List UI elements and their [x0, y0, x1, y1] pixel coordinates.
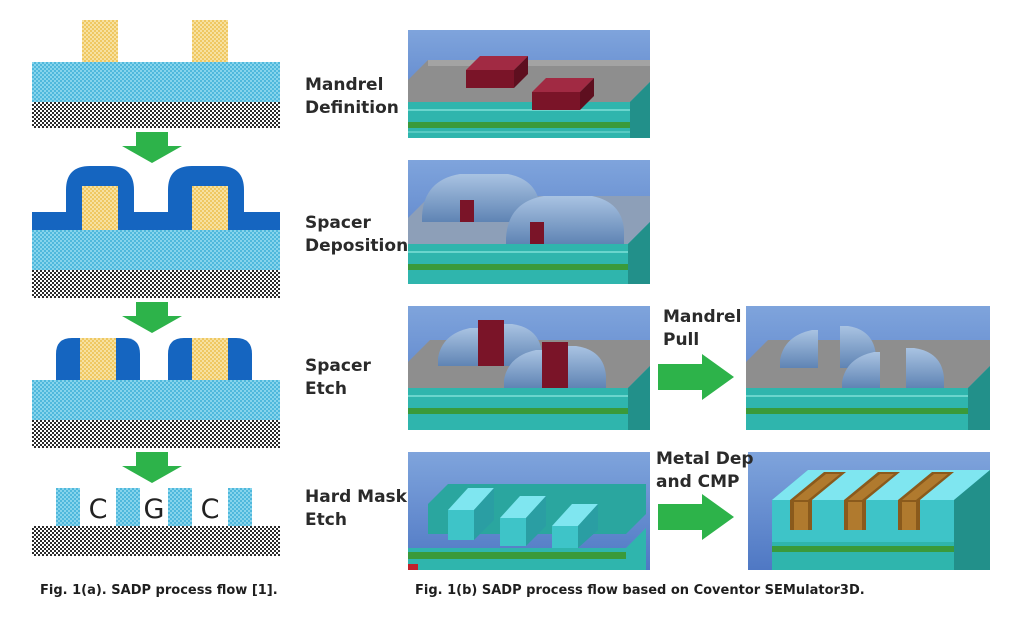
step-label-line: Deposition [305, 236, 409, 256]
hard-mask-layer [32, 62, 280, 102]
render-hard-mask-etch [408, 452, 650, 570]
transition-label-line: Mandrel [663, 307, 742, 327]
down-arrow-icon [122, 452, 182, 483]
step-label-line: Etch [305, 510, 347, 530]
spacer-left [168, 338, 192, 380]
step-label-spacer-deposition: Spacer Deposition [305, 212, 408, 258]
right-arrow-icon [658, 494, 734, 540]
step-label-hard-mask-etch: Hard Mask Etch [305, 486, 407, 532]
render-spacer-etch [408, 306, 650, 430]
step-label-line: Etch [305, 379, 347, 399]
spacer-etch-cross-section [32, 338, 280, 448]
right-arrow-icon [658, 354, 734, 400]
step-label-line: Mandrel [305, 75, 384, 95]
spacer-left [56, 338, 80, 380]
transition-label-line: and CMP [656, 472, 740, 492]
render-spacer-deposition [408, 160, 650, 284]
transition-label-metal-dep-cmp: Metal Dep and CMP [656, 448, 754, 494]
render-mandrel-pull [746, 306, 990, 430]
spacer-deposition-cross-section [32, 166, 280, 298]
gate-label-c: C [89, 494, 108, 525]
hard-mask-line [168, 488, 192, 526]
caption-right: Fig. 1(b) SADP process flow based on Cov… [415, 583, 865, 598]
hard-mask-line [228, 488, 252, 526]
gate-label-g: G [144, 494, 165, 525]
step-label-spacer-etch: Spacer Etch [305, 355, 371, 401]
caption-left: Fig. 1(a). SADP process flow [1]. [40, 583, 278, 598]
hard-mask-line [116, 488, 140, 526]
step-label-line: Spacer [305, 356, 371, 376]
transition-label-line: Metal Dep [656, 449, 754, 469]
spacer-film [32, 166, 280, 230]
substrate-layer [32, 270, 280, 298]
mandrel-block [82, 20, 118, 62]
down-arrow-icon [122, 132, 182, 163]
mandrel-block [192, 338, 228, 380]
hard-mask-line [56, 488, 80, 526]
hard-mask-layer [32, 230, 280, 270]
mandrel-block [82, 186, 118, 230]
mandrel-definition-cross-section [32, 20, 280, 128]
substrate-layer [32, 526, 280, 556]
transition-label-line: Pull [663, 330, 700, 350]
render-metal-dep-cmp [748, 452, 990, 570]
gate-label-c: C [201, 494, 220, 525]
down-arrow-icon [122, 302, 182, 333]
spacer-right [228, 338, 252, 380]
hard-mask-etch-cross-section: C G C [32, 488, 280, 556]
transition-label-mandrel-pull: Mandrel Pull [663, 306, 741, 352]
hard-mask-layer [32, 380, 280, 420]
mandrel-block [80, 338, 116, 380]
step-label-line: Spacer [305, 213, 371, 233]
mandrel-block [192, 186, 228, 230]
step-label-line: Definition [305, 98, 399, 118]
spacer-right [116, 338, 140, 380]
step-label-mandrel-definition: Mandrel Definition [305, 74, 399, 120]
substrate-layer [32, 420, 280, 448]
substrate-layer [32, 102, 280, 128]
mandrel-block [192, 20, 228, 62]
render-mandrel-definition [408, 30, 650, 138]
step-label-line: Hard Mask [305, 487, 407, 507]
